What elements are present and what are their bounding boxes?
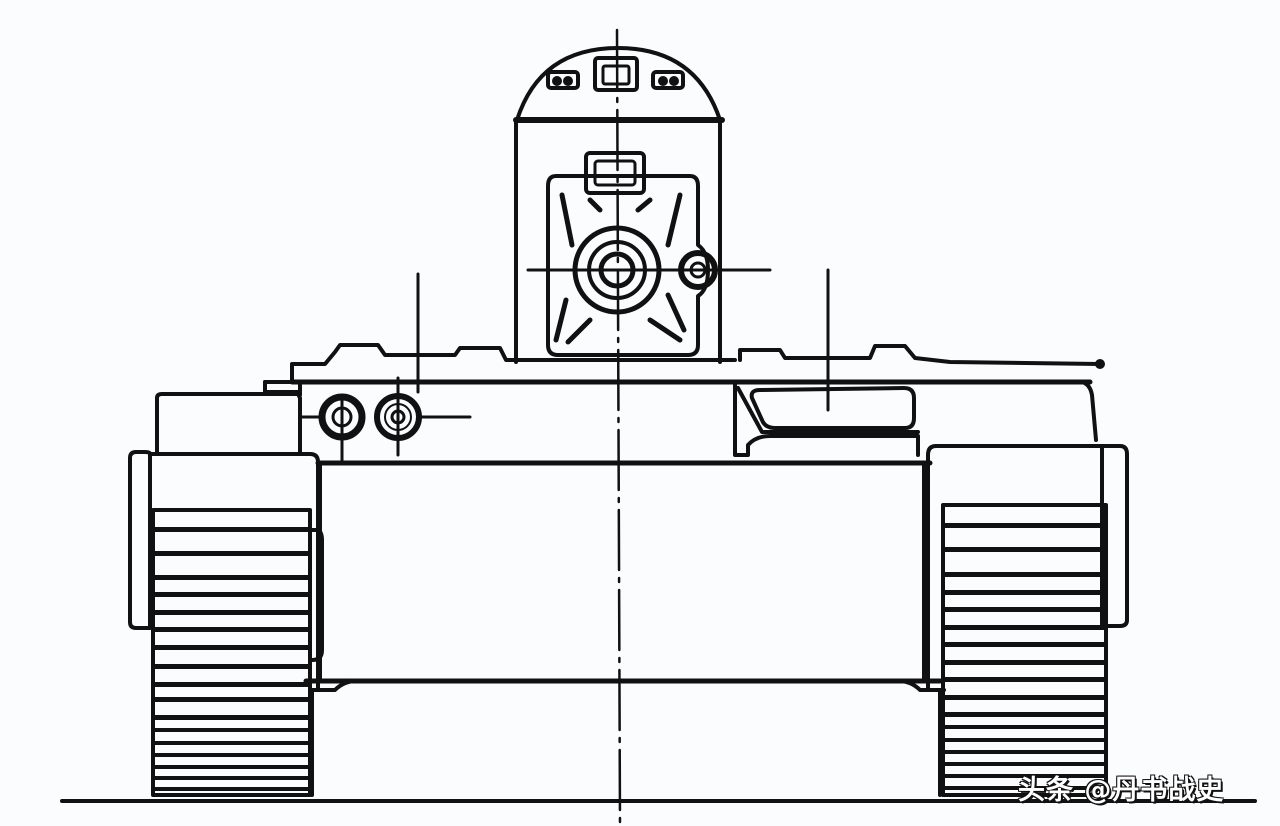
gunner-sight xyxy=(584,151,646,195)
hull-upper-deck xyxy=(263,268,1105,412)
right-track xyxy=(926,444,1129,797)
left-track-treads xyxy=(153,527,310,791)
left-track xyxy=(128,450,324,797)
left-track-guard xyxy=(128,450,152,630)
vision-slot-right xyxy=(651,70,685,90)
right-track-treads xyxy=(943,523,1106,790)
turret xyxy=(513,46,725,364)
headlights xyxy=(298,376,472,464)
centerline xyxy=(615,28,622,826)
gun-mantlet xyxy=(526,151,772,357)
left-fender xyxy=(155,392,302,454)
vision-slot-left xyxy=(546,70,580,90)
watermark-text: 头条 @丹书战史 xyxy=(1018,775,1225,806)
hull-lower-plate xyxy=(308,678,946,797)
periscope-center xyxy=(593,56,639,92)
glacis-plate xyxy=(318,461,926,683)
hull-front-plate xyxy=(303,460,943,684)
engine-deck-box xyxy=(733,380,1098,457)
turret-dome xyxy=(515,46,722,122)
